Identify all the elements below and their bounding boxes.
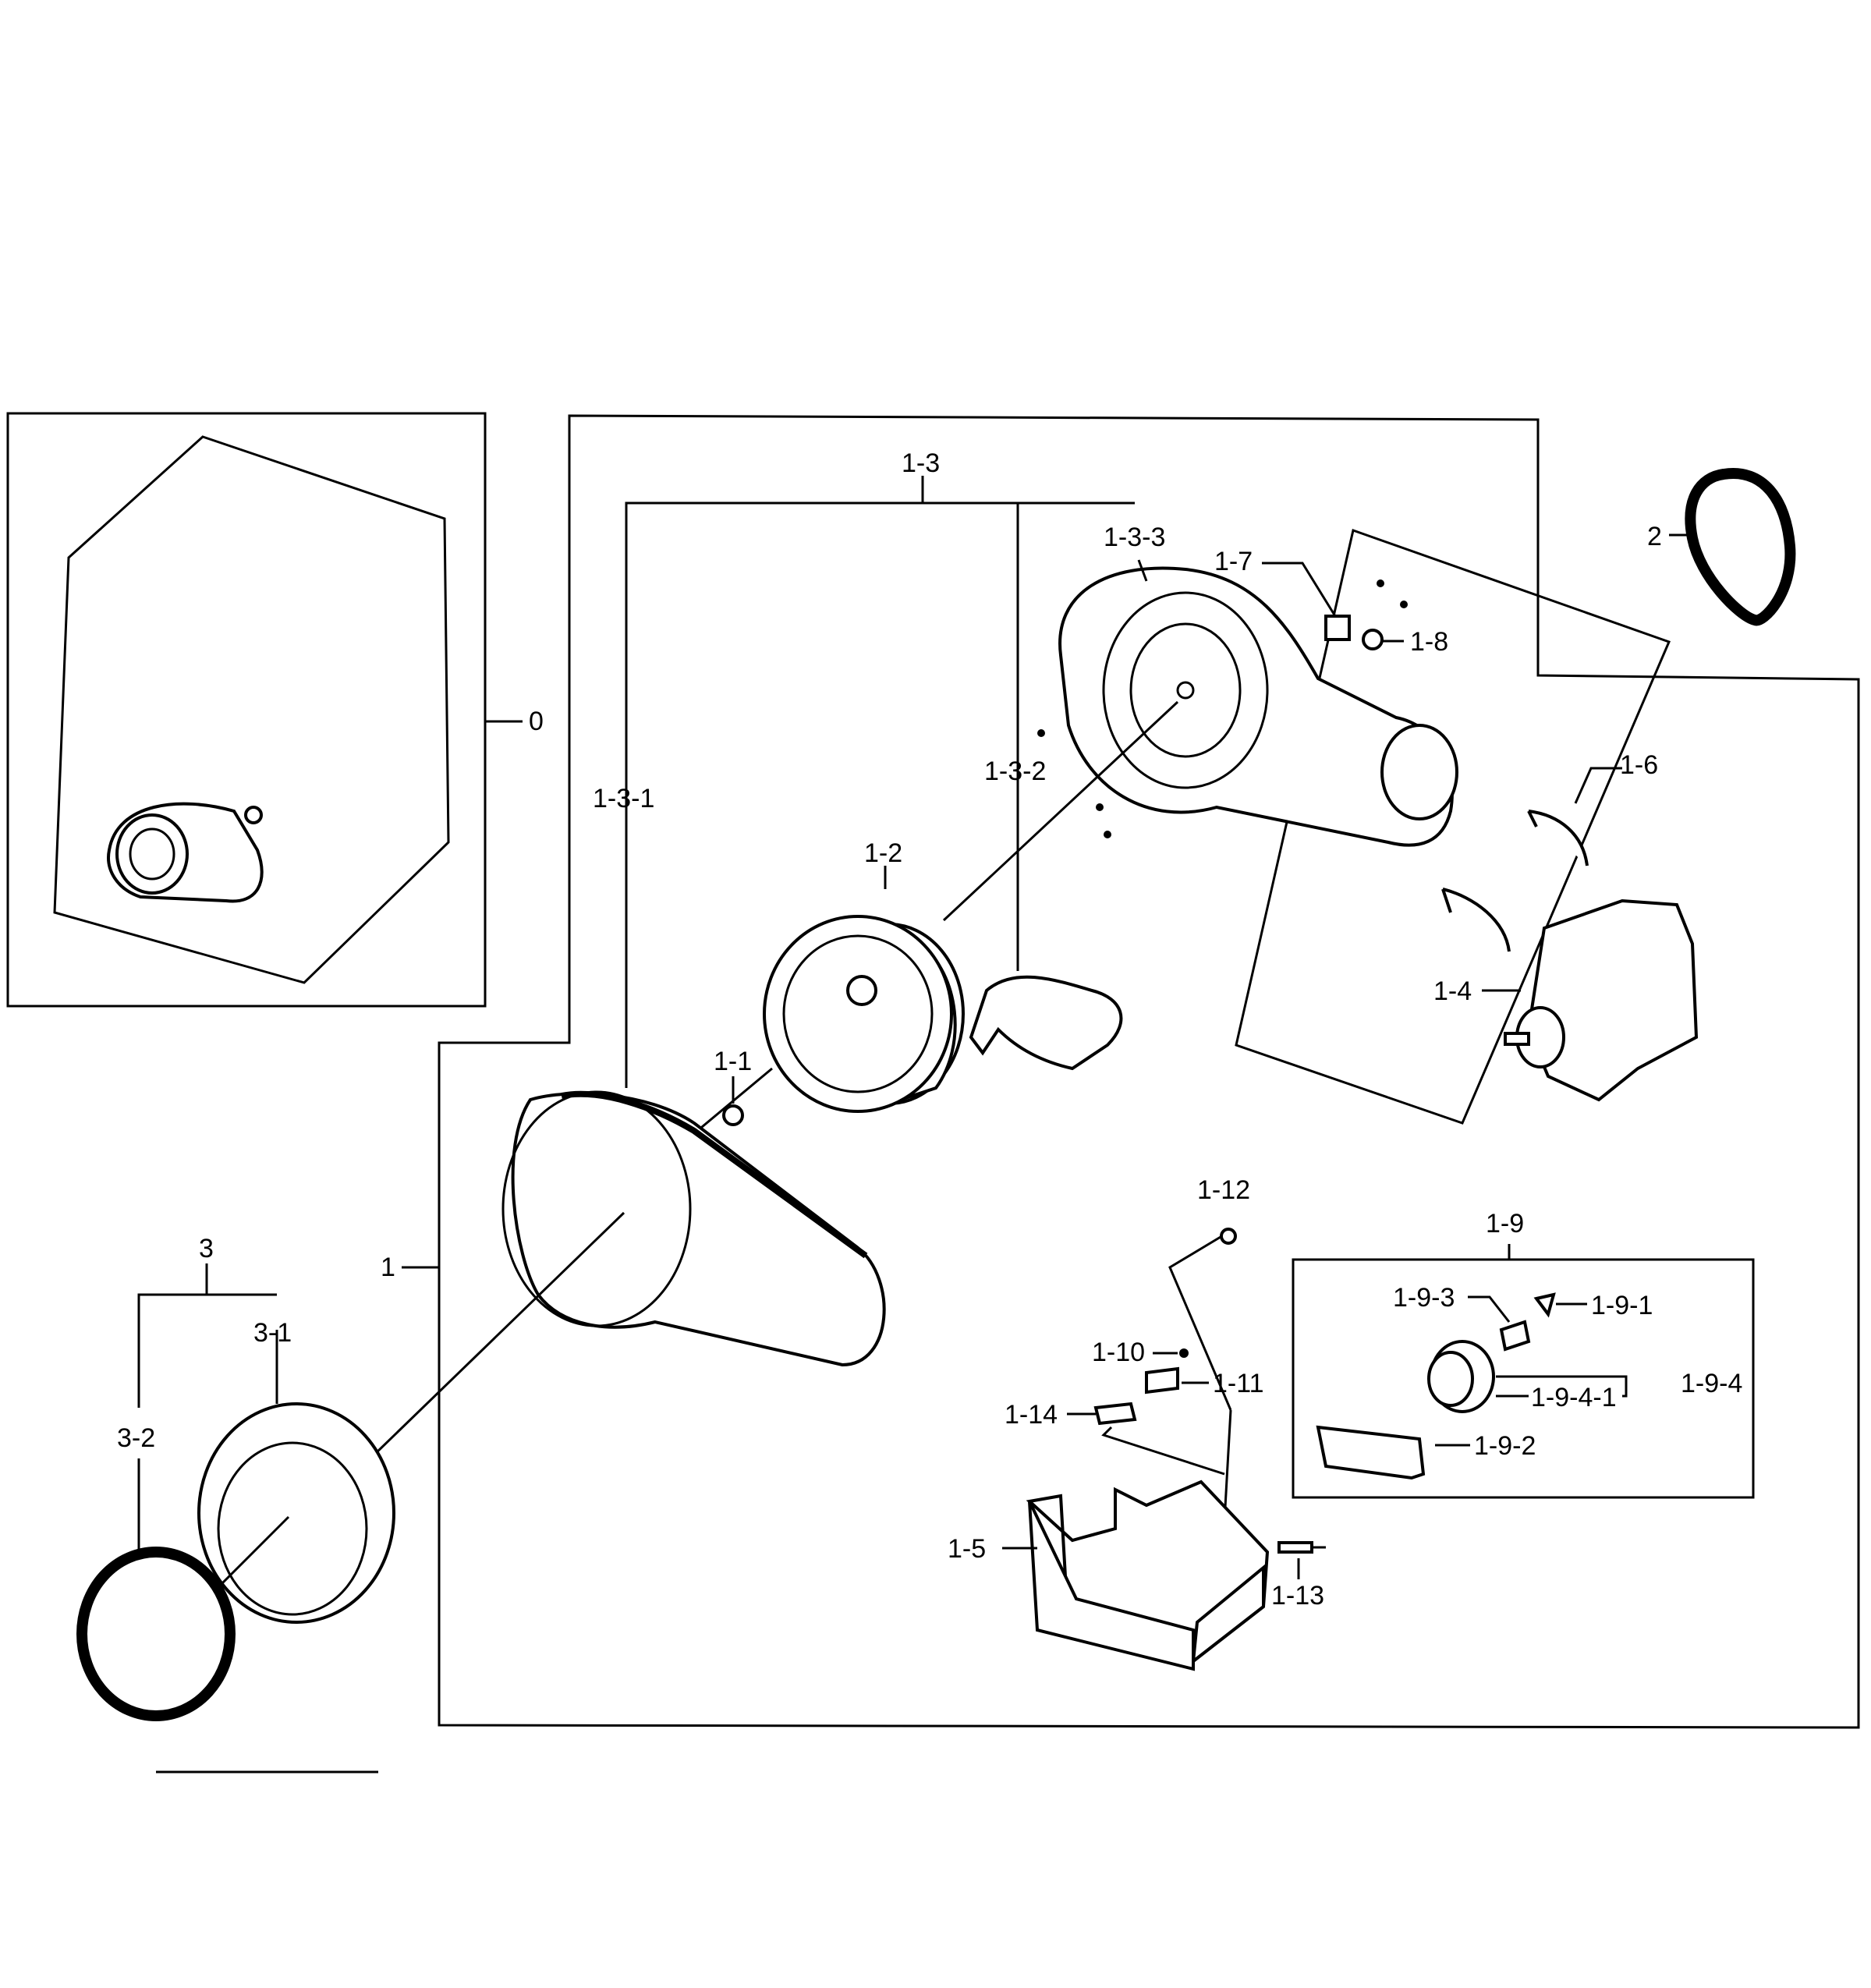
label-1-3-1: 1-3-1 [593, 784, 654, 813]
belt-part [1685, 468, 1796, 626]
label-1-9: 1-9 [1486, 1209, 1524, 1239]
label-0: 0 [529, 707, 544, 736]
screw-part-1-12 [1220, 1228, 1237, 1245]
bracket-3 [137, 1263, 277, 1408]
label-1-11: 1-11 [1213, 1369, 1264, 1398]
leader-1-9-3 [1468, 1295, 1511, 1323]
leader-1-3-3 [1137, 559, 1148, 582]
label-1-14: 1-14 [1005, 1400, 1058, 1430]
label-1-2: 1-2 [864, 838, 902, 868]
label-1-5: 1-5 [948, 1534, 986, 1564]
label-3: 3 [199, 1234, 214, 1263]
connector-line-1-14 [1101, 1426, 1225, 1476]
gasket-part [76, 1547, 236, 1721]
label-1-10: 1-10 [1092, 1338, 1145, 1367]
door-ring-part [197, 1402, 395, 1624]
label-3-2: 3-2 [117, 1423, 155, 1453]
leader-1-6 [1574, 767, 1622, 804]
front-housing-part [501, 1090, 886, 1367]
label-1-13: 1-13 [1271, 1581, 1324, 1611]
nut-part [722, 1104, 744, 1126]
base-bracket-part [1026, 1479, 1270, 1671]
idler-bracket-part [1316, 1425, 1426, 1480]
assembly-0-frame [6, 412, 487, 1008]
label-1-8: 1-8 [1410, 627, 1448, 657]
assembly-1-frame [438, 414, 1860, 1729]
clip-part-1-11 [1145, 1366, 1179, 1394]
label-1-9-4-1: 1-9-4-1 [1531, 1383, 1617, 1412]
bracket-link-line [1168, 1231, 1232, 1522]
rear-housing-part [1058, 566, 1458, 847]
blower-wheel-part [763, 915, 965, 1113]
screw-part-1-10 [1179, 1348, 1189, 1358]
motor-part [1504, 898, 1699, 1102]
front-axis-line-2 [217, 1515, 290, 1589]
label-1-9-1: 1-9-1 [1591, 1291, 1653, 1320]
label-1-3-2: 1-3-2 [984, 757, 1046, 786]
cap-part [1533, 1292, 1556, 1318]
blower-assembly-thumbnail [107, 802, 264, 903]
axle-part [1499, 1320, 1531, 1352]
label-1-9-2: 1-9-2 [1474, 1431, 1536, 1461]
motor-clips [1441, 810, 1589, 952]
duct-part [969, 975, 1123, 1071]
spring-part [1277, 1541, 1326, 1554]
label-1-1: 1-1 [714, 1047, 752, 1076]
label-1-12: 1-12 [1197, 1175, 1250, 1205]
leader-1-7 [1262, 562, 1337, 617]
clip-part-1-14 [1093, 1402, 1137, 1426]
label-1-4: 1-4 [1433, 976, 1472, 1006]
assembly-1-9-frame [1292, 1258, 1755, 1499]
label-1-7: 1-7 [1214, 547, 1253, 576]
fasteners-1-7 [1037, 579, 1408, 838]
label-2: 2 [1647, 522, 1662, 551]
label-1-9-4: 1-9-4 [1681, 1369, 1742, 1398]
bracket-1-3 [625, 476, 1135, 1088]
label-1-6: 1-6 [1620, 750, 1658, 780]
label-1-3-3: 1-3-3 [1104, 523, 1165, 552]
label-1-3: 1-3 [902, 448, 940, 478]
motor-group-frame [1235, 529, 1671, 1125]
leader-1-9-4 [1496, 1375, 1628, 1398]
label-3-1: 3-1 [253, 1318, 292, 1348]
front-axis-line [373, 1211, 625, 1456]
label-1-9-3: 1-9-3 [1393, 1283, 1455, 1313]
label-1: 1 [381, 1253, 395, 1282]
dryer-cabinet-outline [53, 435, 450, 984]
idler-pulley-part [1427, 1340, 1495, 1413]
